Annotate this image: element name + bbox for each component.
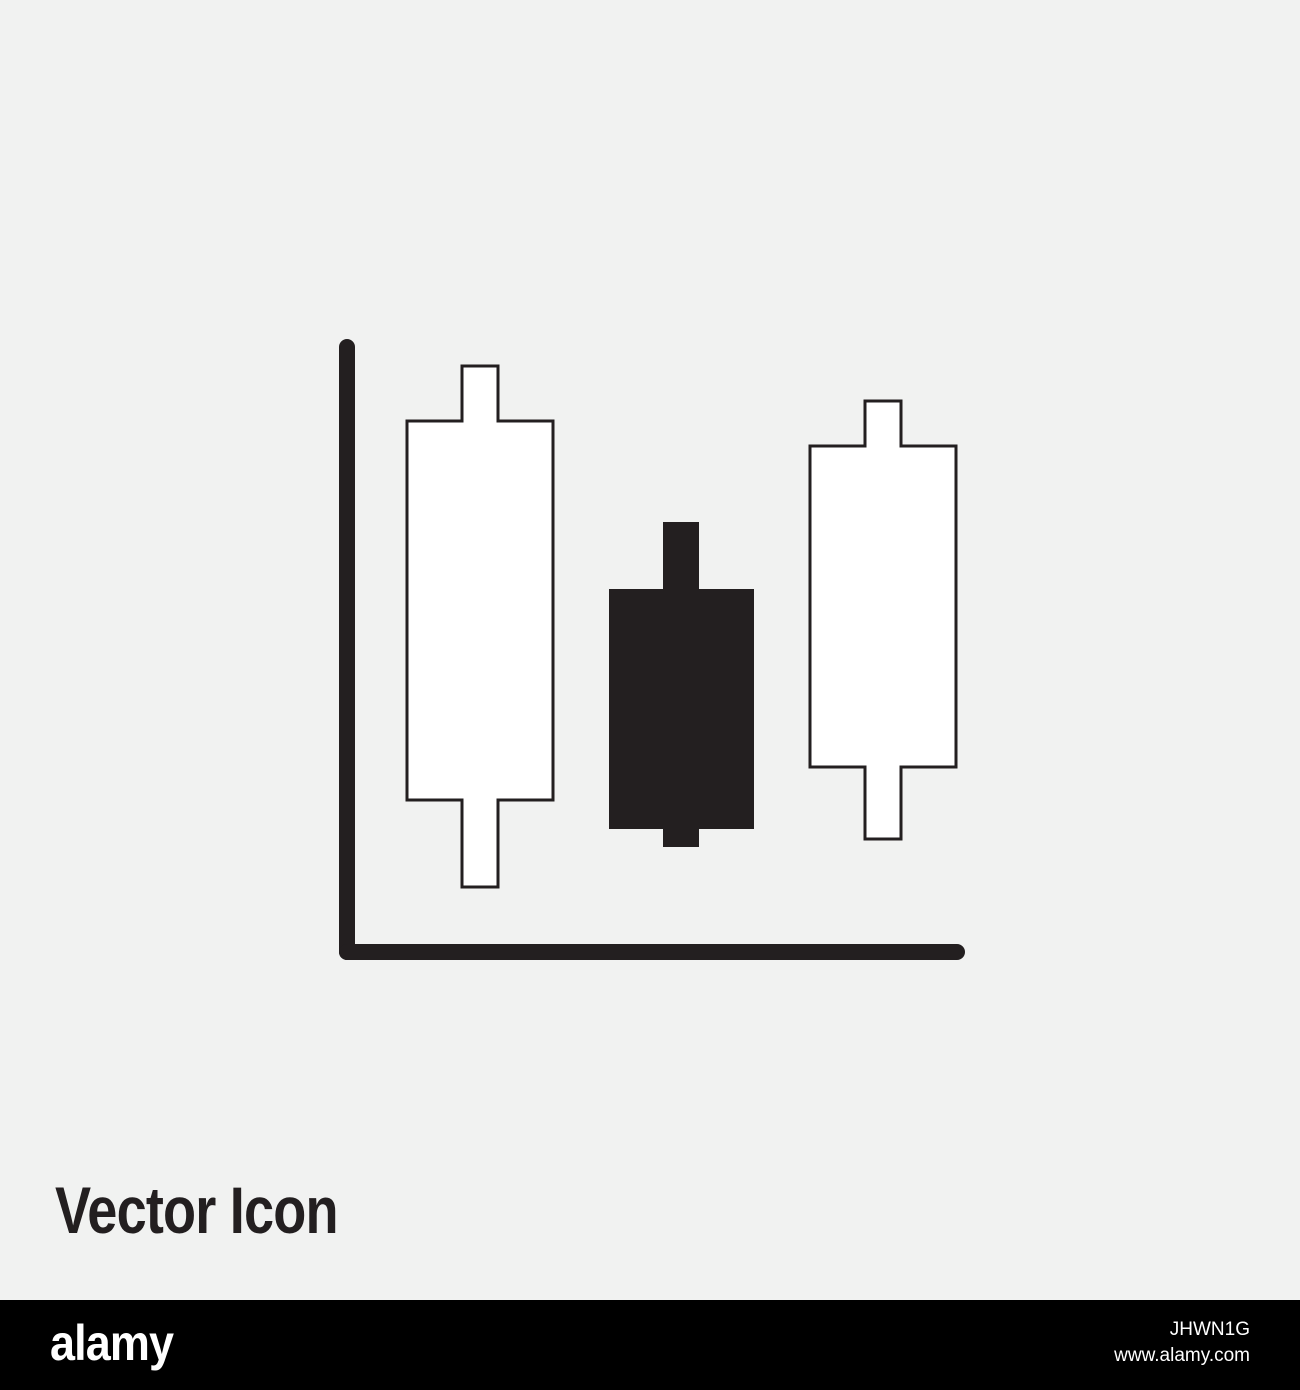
footer-bar: alamy JHWN1G www.alamy.com — [0, 1300, 1300, 1390]
image-code: JHWN1G — [1169, 1319, 1250, 1340]
caption-text: Vector Icon — [55, 1173, 339, 1247]
candlestick-chart-icon — [339, 339, 965, 960]
website-link: www.alamy.com — [1114, 1345, 1250, 1366]
footer-info: JHWN1G www.alamy.com — [1114, 1317, 1250, 1369]
candle-hollow-left — [405, 364, 555, 889]
candle-filled-middle — [609, 522, 754, 847]
brand-logo: alamy — [50, 1315, 174, 1371]
candle-hollow-right — [808, 399, 958, 841]
